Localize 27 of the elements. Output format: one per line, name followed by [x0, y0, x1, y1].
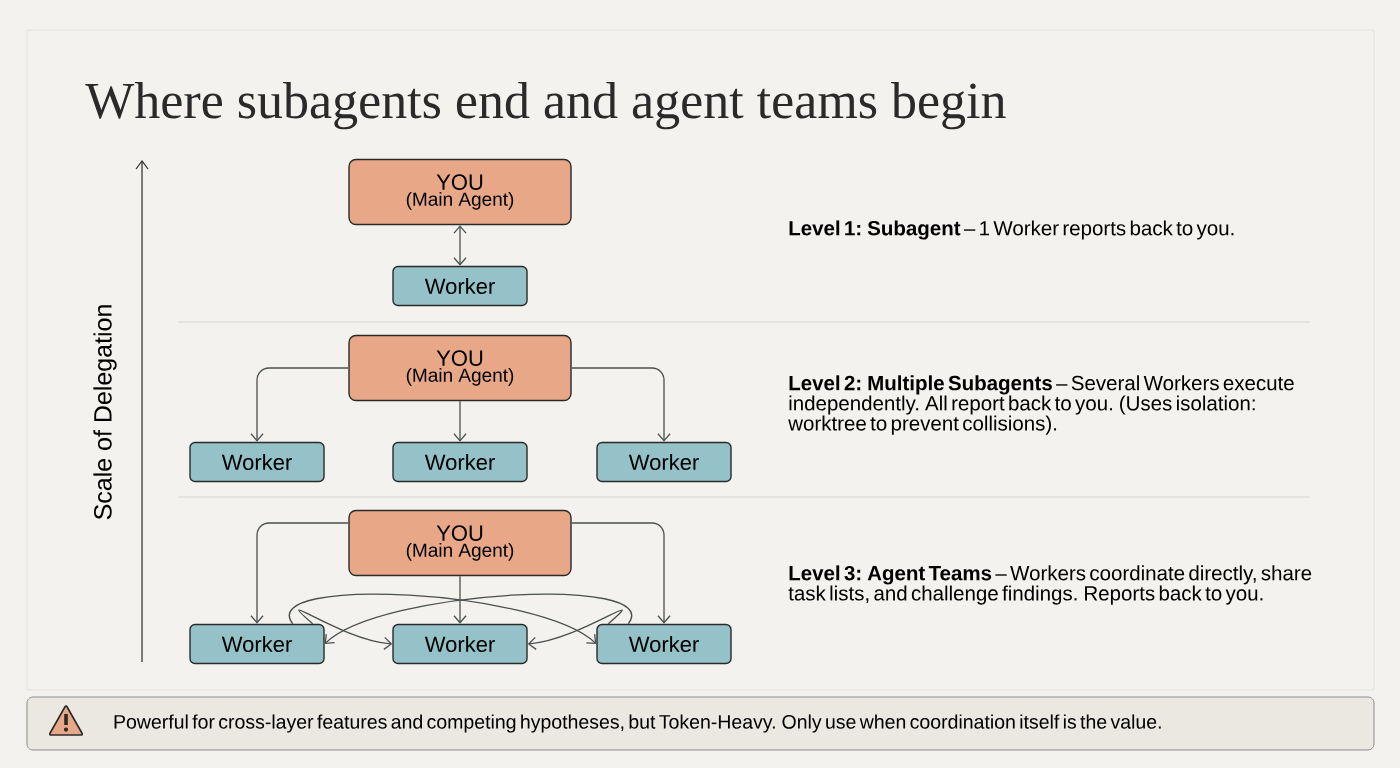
level-description: Level 1: Subagent – 1 Worker reports back to you.	[789, 220, 1234, 240]
arrow	[571, 522, 671, 624]
agent-box: YOU (Main Agent)	[348, 158, 572, 226]
arrow	[250, 522, 349, 624]
warning-banner: Powerful for cross-layer features and competing hypotheses, but Token-Heavy. Only use when coordination itself is the value.	[26, 696, 1375, 751]
agent-box: YOU (Main Agent)	[348, 334, 572, 402]
worker-box: Worker	[392, 441, 528, 483]
arrow	[571, 367, 671, 442]
worker-box: Worker	[392, 265, 528, 307]
arrow	[250, 367, 349, 442]
arrow	[453, 225, 467, 266]
agent-box: YOU (Main Agent)	[348, 509, 572, 577]
level-description: Level 2: Multiple Subagents – Several Workers execute independently. All report back to you. (Uses isolation: worktree to prevent collisions).	[788, 375, 1294, 435]
arrow	[289, 593, 597, 644]
title: Where subagents end and agent teams begin	[85, 81, 1006, 130]
arrow	[453, 400, 467, 442]
arrow	[527, 609, 623, 650]
worker-box: Worker	[189, 623, 325, 665]
arrow	[324, 593, 632, 644]
arrow	[453, 575, 467, 624]
worker-box: Worker	[189, 441, 325, 483]
level-description: Level 3: Agent Teams – Workers coordinate directly, share task lists, and challenge findings. Reports back to you.	[788, 565, 1312, 605]
worker-box: Worker	[392, 623, 528, 665]
worker-box: Worker	[596, 623, 732, 665]
axis-label: Scale of Delegation	[93, 305, 117, 520]
worker-box: Worker	[596, 441, 732, 483]
arrow	[298, 609, 393, 650]
